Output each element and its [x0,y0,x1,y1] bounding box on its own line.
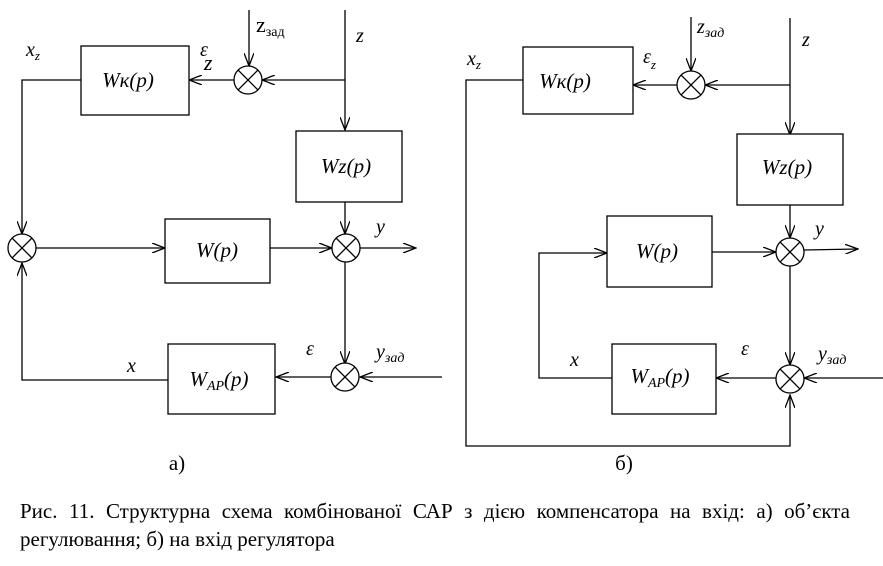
signal-b-x-label: x [569,349,579,371]
svg-text:Wк(p): Wк(p) [102,68,154,92]
block-wk: Wк(p) [80,45,190,116]
panel-a-connections [22,10,442,380]
panel-b: Wк(p) Wz(p) W(p) WAP(p) xz εz zзад z y ε… [465,16,883,475]
signal-z-label: z [355,25,364,47]
signal-b-z-setpoint-label: zзад [696,16,724,41]
signal-b-epsilon-z-label: εz [643,46,656,72]
block-w: W(p) [164,218,271,284]
sum-junction-b-output [775,237,805,267]
block-b-w: W(p) [606,215,713,288]
block-b-wk: Wк(p) [522,46,634,115]
svg-text:Wк(p): Wк(p) [539,69,591,93]
panel-a: Wк(p) Wz(p) W(p) WAP(p) xz εz zзад z y ε… [7,10,442,475]
signal-b-y-setpoint-label: yзад [816,343,846,368]
sum-junction-compensator [233,65,263,95]
signal-epsilon-label: ε [306,338,314,360]
svg-text:Wz(p): Wz(p) [321,154,371,178]
block-wz: Wz(p) [295,130,403,203]
svg-text:W(p): W(p) [196,238,238,262]
signal-z-setpoint-label: zзад [256,12,285,40]
signal-b-y-label: y [813,218,824,240]
panel-b-connections [465,17,883,447]
block-wap: WAP(p) [167,343,276,415]
sum-junction-object-input [7,233,37,263]
signal-epsilon-z-label: εz [200,39,213,75]
panel-b-label: б) [615,451,633,475]
sum-junction-b-compensator [676,70,706,100]
signal-y-label: y [374,216,385,238]
signal-b-xz-label: xz [466,48,481,72]
svg-text:WAP(p): WAP(p) [630,364,689,391]
sum-junction-error [330,362,360,392]
signal-b-epsilon-label: ε [741,338,749,360]
signal-b-z-label: z [801,29,810,51]
svg-text:WAP(p): WAP(p) [189,367,248,394]
signal-x-label: x [126,355,136,377]
sum-junction-output [331,233,361,263]
panel-a-label: а) [169,451,185,475]
sum-junction-b-error [775,364,805,394]
block-b-wz: Wz(p) [736,133,844,206]
block-b-wap: WAP(p) [611,343,717,415]
signal-xz-label: xz [25,39,40,63]
svg-text:Wz(p): Wz(p) [762,155,812,179]
figure-caption: Рис. 11. Структурна схема комбінованої С… [20,499,850,551]
svg-text:W(p): W(p) [636,239,678,263]
signal-y-setpoint-label: yзад [374,341,404,366]
